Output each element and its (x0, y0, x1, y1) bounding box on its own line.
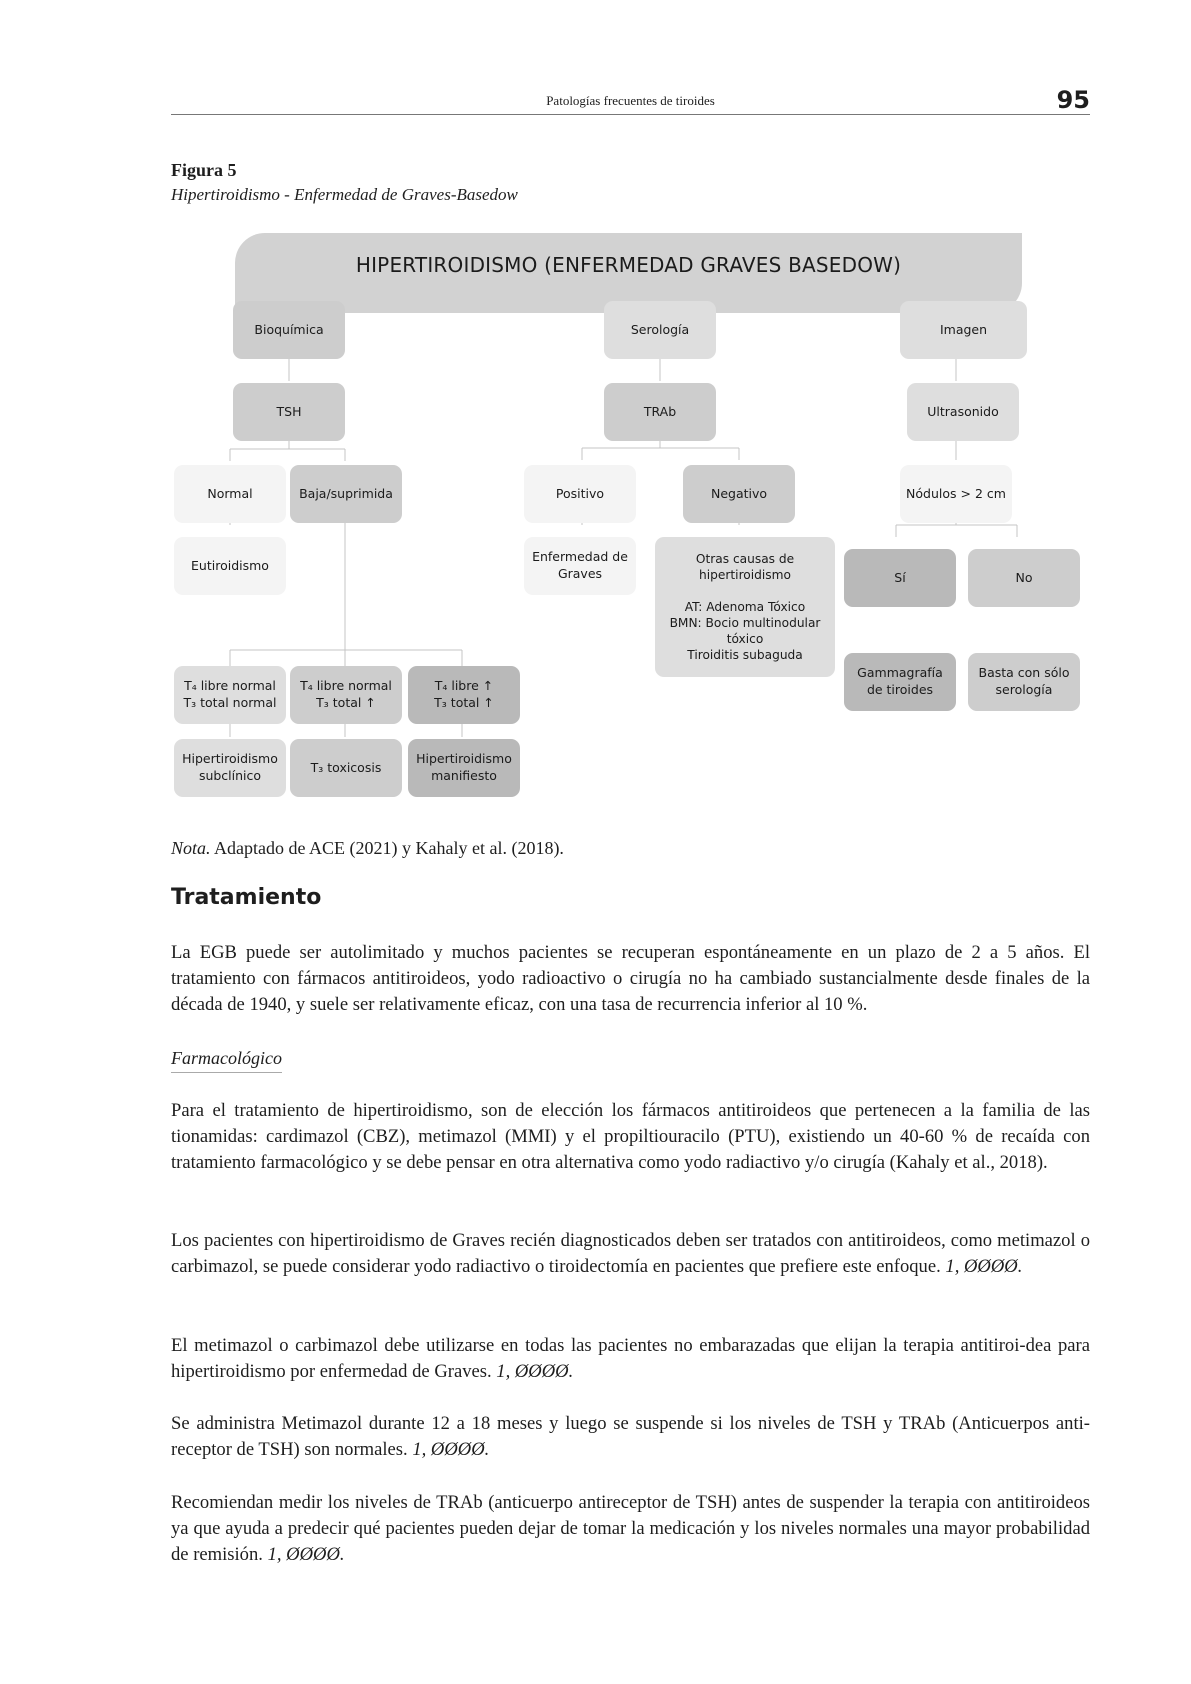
paragraph-5-grade: 1, ØØØØ. (407, 1439, 490, 1460)
paragraph-3-text: Los pacientes con hipertiroidismo de Gra… (171, 1230, 1090, 1277)
node-no: No (968, 549, 1080, 607)
node-t4-up-t3-up: T₄ libre ↑ T₃ total ↑ (408, 666, 520, 724)
section-title: Tratamiento (171, 885, 322, 910)
node-ultrasonido: Ultrasonido (907, 383, 1019, 441)
node-negativo: Negativo (683, 465, 795, 523)
node-hipertiroidismo-subclinico: Hipertiroidismo subclínico (174, 739, 286, 797)
paragraph-1: La EGB puede ser autolimitado y muchos p… (171, 942, 1090, 1015)
node-imagen: Imagen (900, 301, 1027, 359)
node-si: Sí (844, 549, 956, 607)
node-baja-suprimida: Baja/suprimida (290, 465, 402, 523)
node-eutiroidismo: Eutiroidismo (174, 537, 286, 595)
figure-note: Nota. Adaptado de ACE (2021) y Kahaly et… (171, 838, 564, 859)
node-hipertiroidismo-manifiesto: Hipertiroidismo manifiesto (408, 739, 520, 797)
node-normal: Normal (174, 465, 286, 523)
node-bioquimica: Bioquímica (233, 301, 345, 359)
subheading-farmacologico: Farmacológico (171, 1048, 282, 1073)
figure-caption: Hipertiroidismo - Enfermedad de Graves-B… (171, 185, 518, 204)
flow-diagram: HIPERTIROIDISMO (ENFERMEDAD GRAVES BASED… (150, 225, 1110, 825)
paragraph-4-text: El metimazol o carbimazol debe utilizars… (171, 1335, 1090, 1382)
note-text: Adaptado de ACE (2021) y Kahaly et al. (… (210, 838, 564, 858)
paragraph-6: Recomiendan medir los niveles de TRAb (a… (171, 1490, 1090, 1568)
chapter-title: Patologías frecuentes de tiroides (546, 93, 715, 108)
paragraph-5: Se administra Metimazol durante 12 a 18 … (171, 1411, 1090, 1463)
diagram-banner: HIPERTIROIDISMO (ENFERMEDAD GRAVES BASED… (235, 233, 1022, 313)
node-nodulos: Nódulos > 2 cm (900, 465, 1012, 523)
node-enfermedad-graves: Enfermedad de Graves (524, 537, 636, 595)
node-t3-toxicosis: T₃ toxicosis (290, 739, 402, 797)
paragraph-2: Para el tratamiento de hipertiroidismo, … (171, 1100, 1090, 1173)
node-trab: TRAb (604, 383, 716, 441)
node-t4-normal-t3-up: T₄ libre normal T₃ total ↑ (290, 666, 402, 724)
node-positivo: Positivo (524, 465, 636, 523)
paragraph-6-grade: 1, ØØØØ. (262, 1544, 345, 1565)
paragraph-5-text: Se administra Metimazol durante 12 a 18 … (171, 1413, 1090, 1460)
figure-label: Figura 5 (171, 160, 237, 180)
node-t4-normal-t3-normal: T₄ libre normal T₃ total normal (174, 666, 286, 724)
node-basta-serologia: Basta con sólo serología (968, 653, 1080, 711)
running-header: Patologías frecuentes de tiroides 95 (171, 86, 1090, 115)
note-label: Nota. (171, 838, 211, 858)
page-number: 95 (1056, 86, 1090, 114)
node-tsh: TSH (233, 383, 345, 441)
paragraph-4: El metimazol o carbimazol debe utilizars… (171, 1333, 1090, 1385)
node-otras-causas: Otras causas de hipertiroidismo AT: Aden… (655, 537, 835, 677)
paragraph-3: Los pacientes con hipertiroidismo de Gra… (171, 1228, 1090, 1280)
node-gammagrafia: Gammagrafía de tiroides (844, 653, 956, 711)
paragraph-4-grade: 1, ØØØØ. (491, 1361, 574, 1382)
node-serologia: Serología (604, 301, 716, 359)
paragraph-3-grade: 1, ØØØØ. (940, 1256, 1023, 1277)
paragraph-6-text: Recomiendan medir los niveles de TRAb (a… (171, 1492, 1090, 1565)
